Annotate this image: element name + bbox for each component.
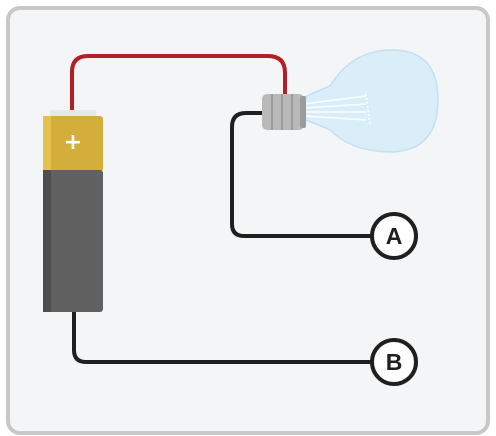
light-bulb [262, 49, 439, 153]
wire-to-terminal-b [72, 310, 374, 364]
bulb-glass [299, 49, 439, 153]
terminal-b-label: B [386, 349, 403, 375]
battery-body-shade [43, 170, 51, 312]
battery-plus-symbol: + [64, 130, 82, 155]
battery: + [43, 110, 103, 312]
positive-wire [70, 54, 287, 112]
terminal-b: B [370, 338, 418, 386]
battery-positive-section [43, 116, 103, 172]
terminal-a: A [370, 212, 418, 260]
bulb-base-threads [271, 94, 293, 130]
terminal-a-label: A [386, 223, 403, 249]
battery-positive-highlight [43, 116, 51, 172]
terminal-a-circle [370, 212, 418, 260]
bulb-base-collar [300, 96, 306, 128]
battery-body [43, 170, 103, 312]
bulb-filament [303, 93, 371, 125]
wire-to-terminal-a [230, 111, 374, 238]
terminal-b-circle [370, 338, 418, 386]
